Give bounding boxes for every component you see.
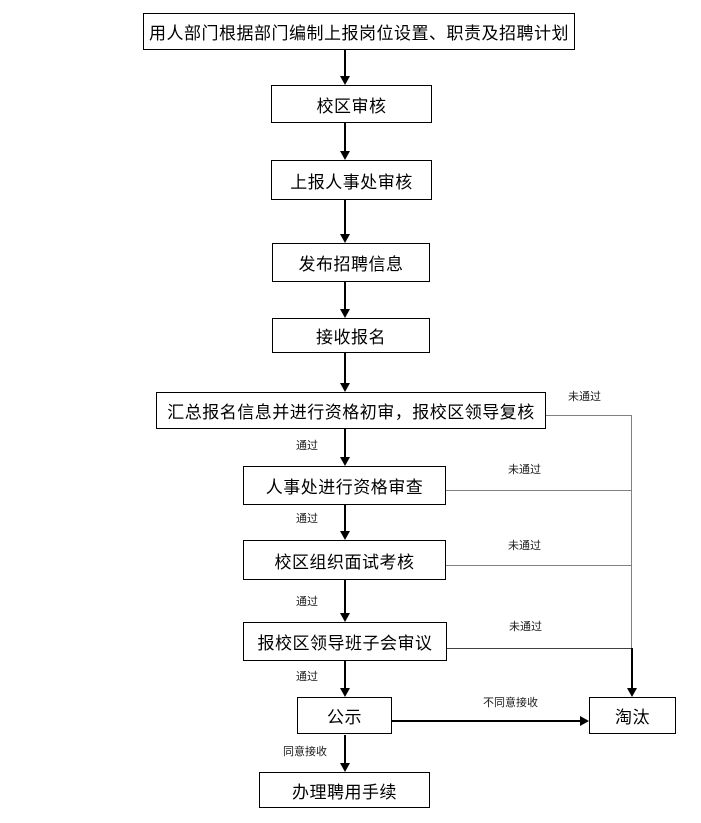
arrowhead-down-icon — [340, 309, 350, 318]
flow-box-campus-review: 校区审核 — [271, 85, 432, 123]
edge-label-disagree: 不同意接收 — [483, 697, 538, 709]
connector-hr-check-fail — [446, 490, 632, 491]
flow-box-public-notice: 公示 — [297, 697, 392, 734]
flow-box-publish-recruitment-info: 发布招聘信息 — [272, 243, 430, 282]
connector-notice-to-hiring — [344, 735, 346, 764]
connector-deliberation-fail — [447, 648, 632, 649]
connector-summarize-fail — [546, 415, 632, 416]
connector-trunk-to-eliminated — [631, 648, 633, 688]
arrowhead-down-icon — [340, 688, 350, 697]
flow-box-leadership-board-deliberation: 报校区领导班子会审议 — [243, 622, 447, 661]
flow-box-report-hr-review: 上报人事处审核 — [271, 160, 432, 200]
flow-box-eliminated: 淘汰 — [589, 697, 676, 734]
arrowhead-down-icon — [340, 763, 350, 772]
connector-notice-to-eliminated — [392, 720, 580, 722]
connector-publish-to-receive — [344, 282, 346, 310]
flow-box-hr-qualification-review: 人事处进行资格审查 — [243, 466, 446, 505]
arrowhead-down-icon — [340, 531, 350, 540]
connector-hr-report-to-publish — [344, 200, 346, 235]
arrowhead-down-icon — [340, 383, 350, 392]
edge-label-fail: 未通过 — [508, 464, 541, 476]
connector-fail-trunk — [631, 415, 632, 649]
flow-box-summarize-initial-review: 汇总报名信息并进行资格初审，报校区领导复核 — [156, 392, 546, 429]
arrowhead-right-icon — [580, 716, 589, 726]
arrowhead-down-icon — [340, 234, 350, 243]
edge-label-pass: 通过 — [296, 440, 318, 452]
connector-plan-to-campus-review — [344, 50, 346, 77]
edge-label-agree: 同意接收 — [283, 746, 327, 758]
connector-deliberation-to-notice — [344, 661, 346, 689]
flow-box-campus-interview-assessment: 校区组织面试考核 — [243, 540, 446, 580]
flow-box-receive-applications: 接收报名 — [272, 318, 430, 353]
connector-interview-fail — [446, 565, 632, 566]
edge-label-pass: 通过 — [296, 596, 318, 608]
arrowhead-down-icon — [340, 457, 350, 466]
edge-label-pass: 通过 — [296, 513, 318, 525]
arrowhead-down-icon — [340, 151, 350, 160]
connector-hr-check-to-interview — [344, 505, 346, 532]
edge-label-fail: 未通过 — [508, 540, 541, 552]
connector-receive-to-summarize — [344, 353, 346, 384]
connector-interview-to-deliberation — [344, 580, 346, 614]
connector-campus-review-to-hr-report — [344, 123, 346, 152]
flow-box-hiring-procedures: 办理聘用手续 — [259, 772, 430, 808]
edge-label-pass: 通过 — [296, 671, 318, 683]
edge-label-fail: 未通过 — [568, 391, 601, 403]
arrowhead-down-icon — [340, 613, 350, 622]
arrowhead-down-icon — [627, 688, 637, 697]
edge-label-fail: 未通过 — [509, 621, 542, 633]
connector-summarize-to-hr-check — [344, 429, 346, 458]
arrowhead-down-icon — [340, 76, 350, 85]
flow-box-department-plan: 用人部门根据部门编制上报岗位设置、职责及招聘计划 — [143, 13, 575, 50]
